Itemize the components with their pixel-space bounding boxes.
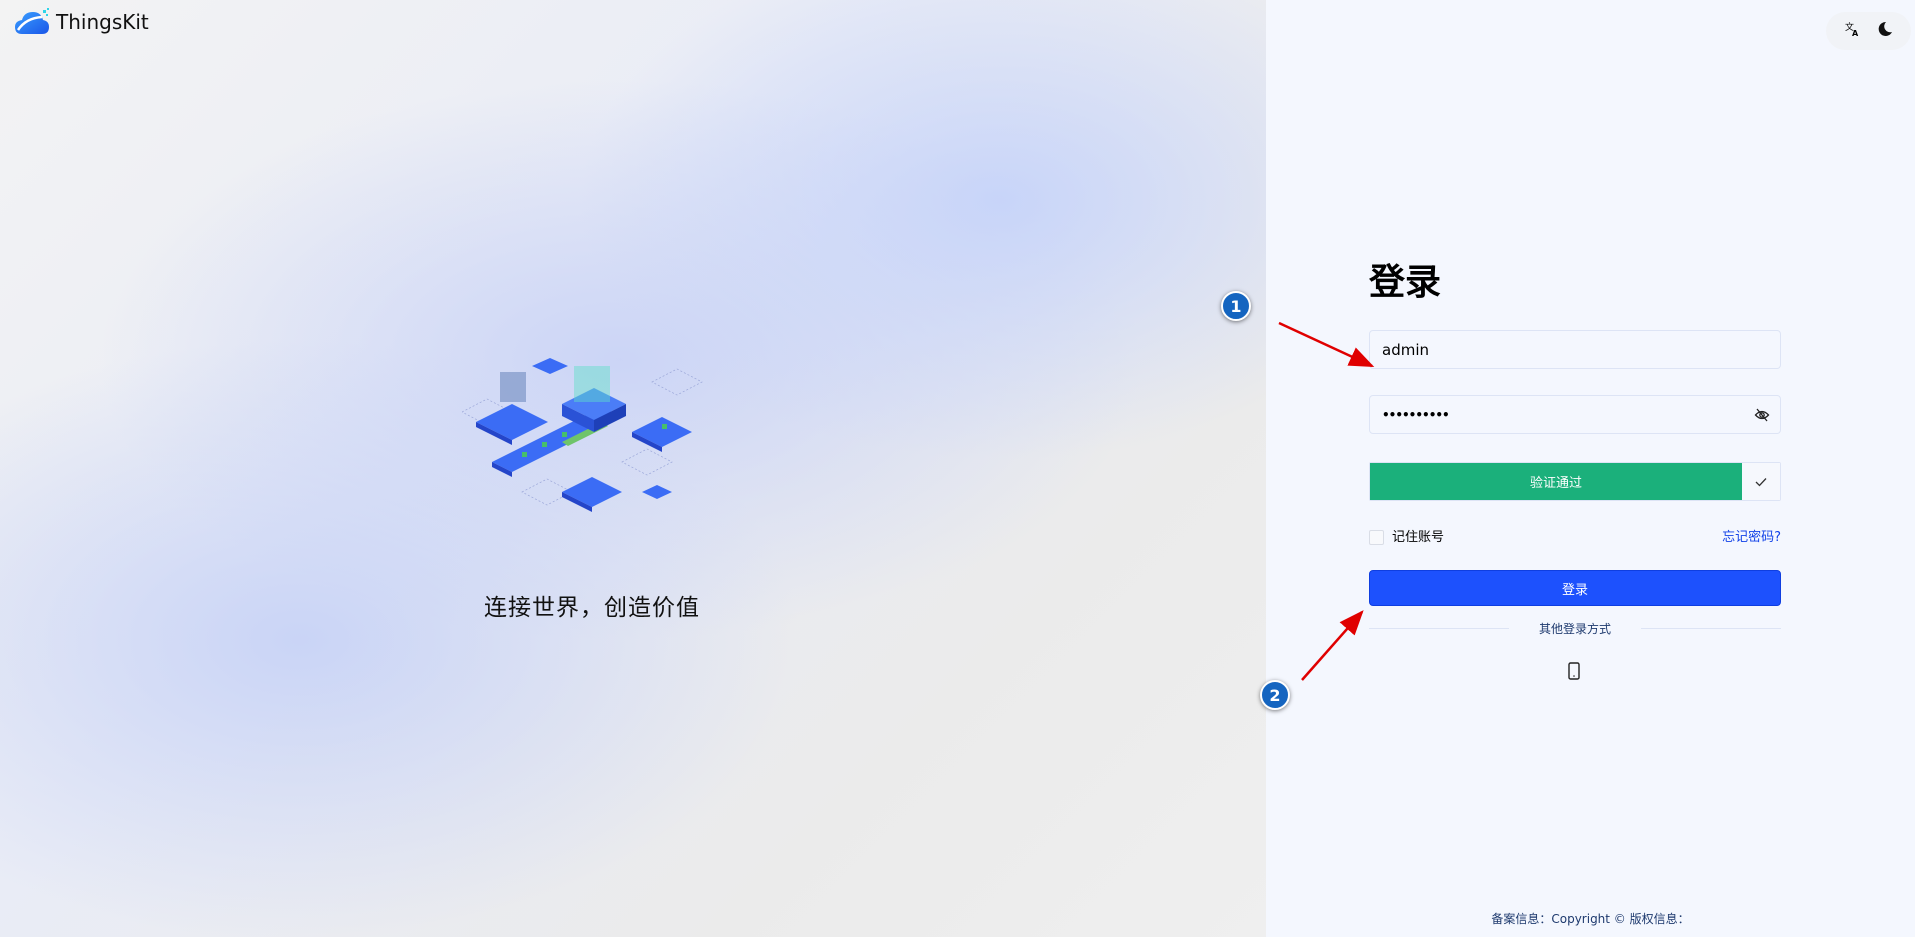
login-button[interactable]: 登录 xyxy=(1369,570,1781,606)
svg-text:A: A xyxy=(1852,29,1859,37)
annotation-badge-1: 1 xyxy=(1221,291,1251,321)
eye-off-icon[interactable] xyxy=(1754,407,1770,423)
password-input[interactable]: •••••••••• xyxy=(1369,395,1781,434)
mobile-login-icon[interactable] xyxy=(1567,662,1581,684)
username-value: admin xyxy=(1382,340,1429,359)
other-methods-divider: 其他登录方式 xyxy=(1369,620,1782,637)
slider-captcha[interactable]: 验证通过 xyxy=(1369,462,1781,501)
arrow-to-login xyxy=(1301,610,1364,681)
hero-slogan: 连接世界，创造价值 xyxy=(484,595,700,621)
remember-checkbox[interactable]: 记住账号 xyxy=(1369,526,1444,545)
other-methods-label: 其他登录方式 xyxy=(1539,622,1612,636)
brand-name: ThingsKit xyxy=(56,10,149,34)
check-icon xyxy=(1755,477,1767,486)
password-value: •••••••••• xyxy=(1382,407,1450,422)
captcha-status: 验证通过 xyxy=(1370,463,1742,500)
annotation-badge-2: 2 xyxy=(1260,680,1290,710)
iot-illustration xyxy=(462,358,703,512)
arrow-to-username xyxy=(1278,321,1375,368)
captcha-handle[interactable] xyxy=(1742,463,1780,500)
login-title: 登录 xyxy=(1369,262,1442,303)
checkbox-box[interactable] xyxy=(1369,530,1384,545)
login-form: 登录 admin •••••••••• 验证通过 记住账号 忘记密码? 登录 其… xyxy=(1369,258,1782,680)
remember-label: 记住账号 xyxy=(1392,530,1445,545)
logo: ThingsKit xyxy=(14,8,149,36)
hero-panel: ThingsKit 连接世界，创造价值 xyxy=(0,0,1266,937)
forgot-password-link[interactable]: 忘记密码? xyxy=(1722,530,1781,545)
footer-info: 备案信息：Copyright © 版权信息： xyxy=(1491,912,1690,926)
svg-text:文: 文 xyxy=(1845,21,1854,33)
cloud-logo-icon xyxy=(15,8,49,34)
moon-icon[interactable] xyxy=(1877,21,1893,41)
username-input[interactable]: admin xyxy=(1369,330,1781,369)
